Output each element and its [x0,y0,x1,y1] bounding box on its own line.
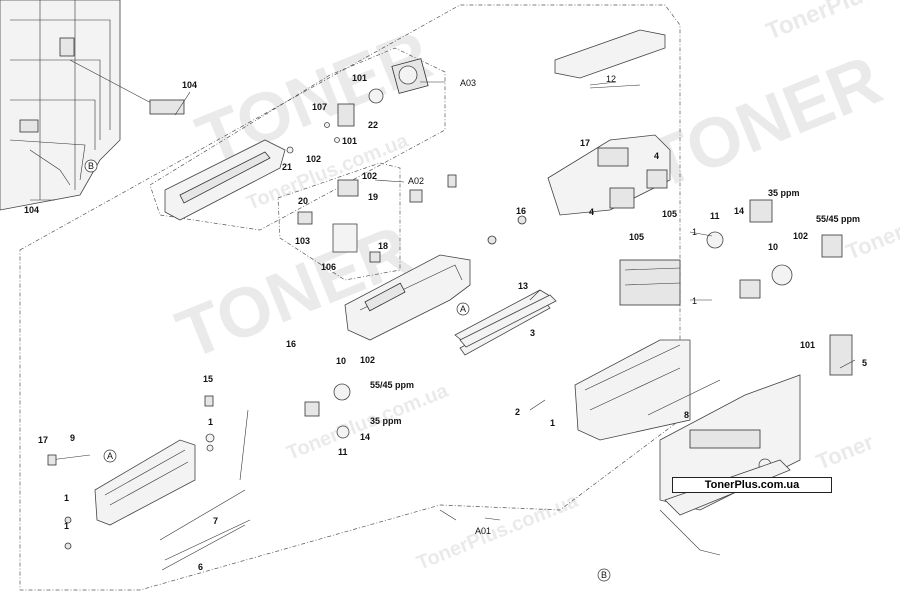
callout-10a: 10 [768,242,778,252]
callout-11b: 11 [338,447,348,457]
a01-outline [19,4,681,591]
callout-7: 7 [213,516,218,526]
callout-5: 5 [862,358,867,368]
callout-b2: B [601,570,607,580]
callout-2: 2 [515,407,520,417]
callout-107: 107 [312,102,327,112]
right-mid-frame [459,294,853,556]
callout-13: 13 [518,281,528,291]
callout-15: 15 [203,374,213,384]
callout-104a: 104 [182,80,197,90]
callout-b1: B [88,161,94,171]
callout-55ppm-a: 55/45 ppm [816,214,860,224]
watermark-url-4: TonerPlus.com.ua [762,0,900,46]
callout-106: 106 [321,262,336,272]
callout-8: 8 [684,410,689,420]
fuser-cover-a03 [164,58,429,221]
callout-a-center: A [460,304,466,314]
callout-4b: 4 [589,207,594,217]
callout-35ppm-b: 35 ppm [370,416,402,426]
callout-19: 19 [368,192,378,202]
callout-1c: 1 [550,418,555,428]
callout-105b: 105 [629,232,644,242]
callout-101a: 101 [352,73,367,83]
callout-14b: 14 [360,432,370,442]
callout-a-left: A [107,451,113,461]
callout-12: 12 [606,74,616,84]
upper-right-frame [547,29,843,306]
main-frame-assembly [0,0,185,211]
callout-17a: 17 [580,138,590,148]
callout-1b: 1 [692,296,697,306]
callout-101c: 101 [800,340,815,350]
callout-21: 21 [282,162,292,172]
callout-55ppm-b: 55/45 ppm [370,380,414,390]
parts-a02 [297,174,457,263]
callout-10b: 10 [336,356,346,366]
brand-label: TonerPlus.com.ua [672,477,832,493]
callout-9: 9 [70,433,75,443]
callout-102a: 102 [306,154,321,164]
callout-3: 3 [530,328,535,338]
callout-17b: 17 [38,435,48,445]
a02-outline [277,162,401,281]
callout-a03: A03 [460,78,476,88]
callout-18: 18 [378,241,388,251]
callout-a02: A02 [408,176,424,186]
callout-labels: 104 104 B B 101 107 22 101 21 102 A03 10… [24,73,867,582]
watermark-url-2: TonerPlus.com.ua [284,380,452,465]
callout-1a: 1 [692,227,697,237]
callout-a01: A01 [475,526,491,536]
watermark-side-1: Toner [813,429,878,475]
callout-1d: 1 [64,493,69,503]
callout-20: 20 [298,196,308,206]
callout-6: 6 [198,562,203,572]
center-frame [344,215,551,356]
callout-35ppm-a: 35 ppm [768,188,800,198]
callout-22: 22 [368,120,378,130]
callout-102c: 102 [793,231,808,241]
callout-16b: 16 [286,339,296,349]
callout-101b: 101 [342,136,357,146]
a03-outline [149,47,446,231]
watermark-side-2: Toner [843,219,900,265]
callout-1f: 1 [208,417,213,427]
callout-14a: 14 [734,206,744,216]
callout-11a: 11 [710,211,720,221]
watermark-url-3: TonerPlus.com.ua [414,490,582,575]
callout-102d: 102 [360,355,375,365]
callout-1e: 1 [64,521,69,531]
callout-105a: 105 [662,209,677,219]
callout-103: 103 [295,236,310,246]
callout-4a: 4 [654,151,659,161]
callout-102b: 102 [362,171,377,181]
callout-16a: 16 [516,206,526,216]
watermark-toner-2: TONER [636,40,891,204]
left-lower-assembly [47,383,351,571]
callout-104b: 104 [24,205,39,215]
leader-lines [30,81,856,521]
